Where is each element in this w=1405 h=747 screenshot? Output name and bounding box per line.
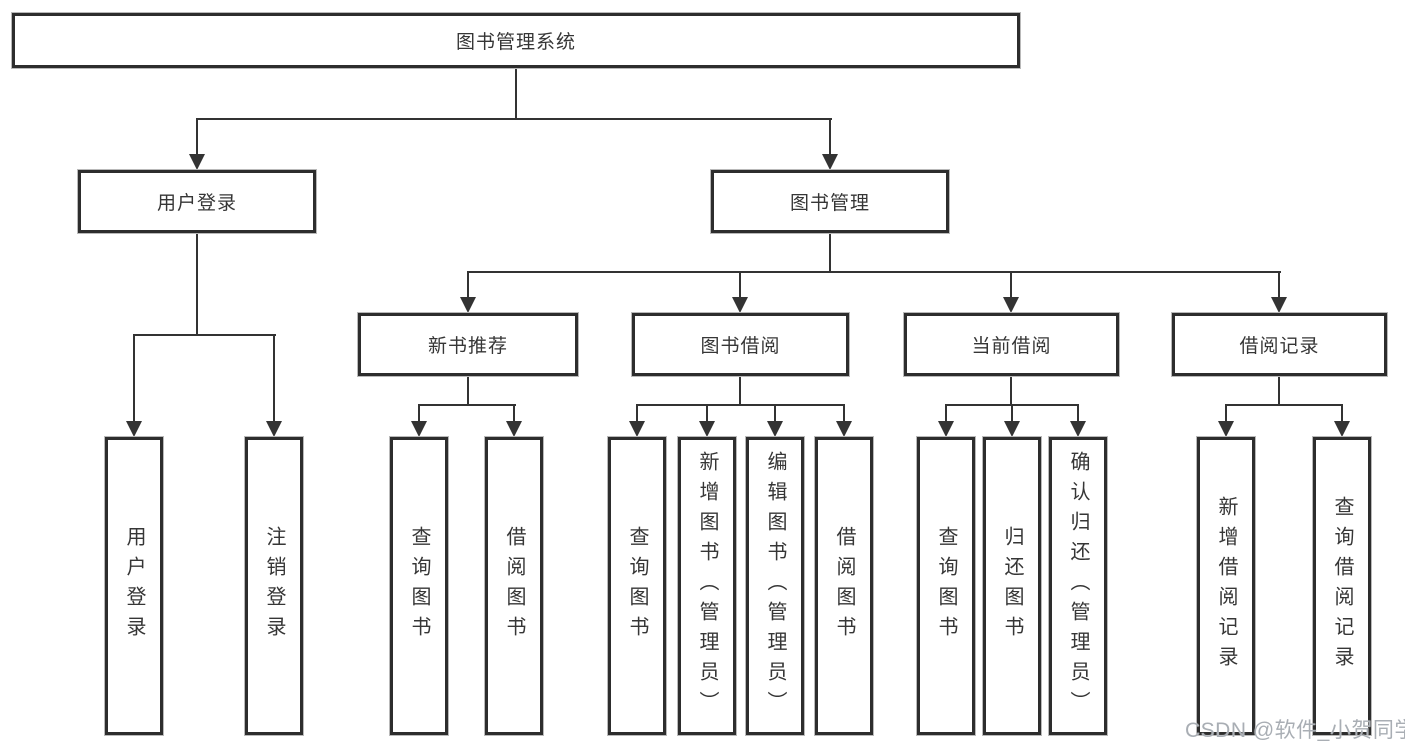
- connector-line: [1278, 271, 1280, 299]
- arrow-down-icon: [1003, 297, 1019, 313]
- leaf-return-books: 归还图书: [983, 437, 1041, 735]
- arrow-down-icon: [1070, 421, 1086, 437]
- arrow-down-icon: [1218, 421, 1234, 437]
- leaf-query-books-current: 查询图书: [917, 437, 975, 735]
- node-label: 新增借阅记录: [1215, 496, 1237, 676]
- node-label: 借阅图书: [833, 526, 855, 646]
- leaf-query-books-recommend: 查询图书: [390, 437, 448, 735]
- arrow-down-icon: [460, 297, 476, 313]
- connector-line: [1225, 404, 1343, 406]
- arrow-down-icon: [822, 154, 838, 170]
- connector-line: [829, 233, 831, 273]
- arrow-down-icon: [938, 421, 954, 437]
- leaf-add-borrow-record: 新增借阅记录: [1197, 437, 1255, 735]
- connector-line: [945, 404, 947, 423]
- node-label: 用户登录: [156, 193, 237, 214]
- watermark-csdn: CSDN @软件_小贺同学: [1185, 719, 1405, 742]
- node-label: 图书管理系统: [455, 32, 576, 53]
- connector-line: [774, 404, 776, 423]
- connector-line: [636, 404, 845, 406]
- node-label: 新书推荐: [427, 336, 508, 357]
- leaf-edit-book-admin: 编辑图书（管理员）: [746, 437, 804, 735]
- node-label: 借阅记录: [1239, 336, 1320, 357]
- node-label: 图书借阅: [700, 336, 781, 357]
- arrow-down-icon: [189, 154, 205, 170]
- node-label: 注销登录: [263, 526, 285, 646]
- leaf-query-books-borrowing: 查询图书: [608, 437, 666, 735]
- connector-line: [1011, 404, 1013, 423]
- connector-line: [196, 233, 198, 336]
- connector-line: [273, 334, 275, 423]
- node-borrowing-records: 借阅记录: [1172, 313, 1387, 376]
- node-label: 当前借阅: [971, 336, 1052, 357]
- leaf-borrow-books-recommend: 借阅图书: [485, 437, 543, 735]
- connector-line: [739, 376, 741, 406]
- connector-line: [513, 404, 515, 423]
- arrow-down-icon: [126, 421, 142, 437]
- connector-line: [515, 68, 517, 120]
- arrow-down-icon: [699, 421, 715, 437]
- connector-line: [467, 271, 469, 299]
- connector-line: [1010, 271, 1012, 299]
- leaf-query-borrow-record: 查询借阅记录: [1313, 437, 1371, 735]
- arrow-down-icon: [1004, 421, 1020, 437]
- connector-line: [418, 404, 420, 423]
- node-user-login: 用户登录: [78, 170, 316, 233]
- connector-line: [1010, 376, 1012, 406]
- arrow-down-icon: [732, 297, 748, 313]
- node-current-borrowing: 当前借阅: [904, 313, 1119, 376]
- node-label: 查询图书: [408, 526, 430, 646]
- arrow-down-icon: [767, 421, 783, 437]
- node-library-management-system: 图书管理系统: [12, 13, 1020, 68]
- connector-line: [1077, 404, 1079, 423]
- arrow-down-icon: [629, 421, 645, 437]
- connector-line: [843, 404, 845, 423]
- node-label: 图书管理: [789, 193, 870, 214]
- connector-line: [196, 118, 198, 156]
- connector-line: [1341, 404, 1343, 423]
- connector-line: [467, 271, 1281, 273]
- connector-line: [739, 271, 741, 299]
- connector-line: [418, 404, 516, 406]
- leaf-add-book-admin: 新增图书（管理员）: [678, 437, 736, 735]
- leaf-borrow-books-borrowing: 借阅图书: [815, 437, 873, 735]
- connector-line: [1278, 376, 1280, 406]
- connector-line: [467, 376, 469, 406]
- node-label: 查询图书: [935, 526, 957, 646]
- connector-line: [706, 404, 708, 423]
- node-label: 用户登录: [123, 526, 145, 646]
- arrow-down-icon: [506, 421, 522, 437]
- node-label: 确认归还（管理员）: [1067, 451, 1089, 721]
- connector-line: [133, 334, 135, 423]
- connector-line: [636, 404, 638, 423]
- arrow-down-icon: [836, 421, 852, 437]
- node-label: 查询借阅记录: [1331, 496, 1353, 676]
- connector-line: [196, 118, 832, 120]
- arrow-down-icon: [411, 421, 427, 437]
- node-new-book-recommendation: 新书推荐: [358, 313, 578, 376]
- node-label: 归还图书: [1001, 526, 1023, 646]
- connector-line: [1225, 404, 1227, 423]
- node-label: 查询图书: [626, 526, 648, 646]
- node-label: 新增图书（管理员）: [696, 451, 718, 721]
- arrow-down-icon: [266, 421, 282, 437]
- leaf-user-login: 用户登录: [105, 437, 163, 735]
- node-label: 编辑图书（管理员）: [764, 451, 786, 721]
- connector-line: [829, 118, 831, 156]
- connector-line: [133, 334, 276, 336]
- leaf-logout: 注销登录: [245, 437, 303, 735]
- node-book-management: 图书管理: [711, 170, 949, 233]
- node-book-borrowing: 图书借阅: [632, 313, 849, 376]
- node-label: 借阅图书: [503, 526, 525, 646]
- leaf-confirm-return-admin: 确认归还（管理员）: [1049, 437, 1107, 735]
- arrow-down-icon: [1334, 421, 1350, 437]
- arrow-down-icon: [1271, 297, 1287, 313]
